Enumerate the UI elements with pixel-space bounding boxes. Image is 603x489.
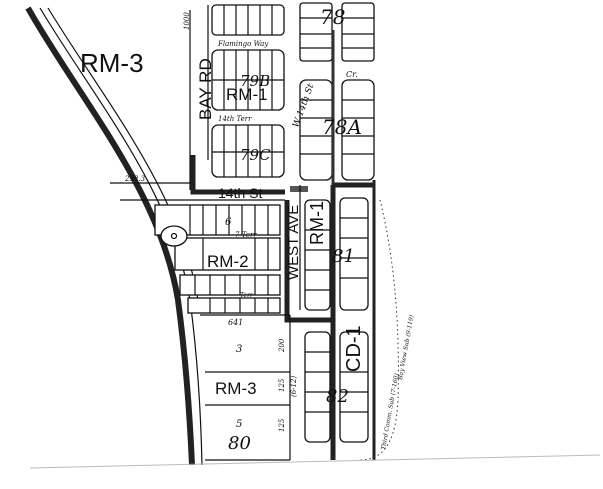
lot-3: 3 — [236, 344, 242, 355]
block-79b: 79B — [240, 72, 270, 90]
street-label-terrace: 14th Terr — [218, 115, 252, 123]
zone-label-rm3-top: RM-3 — [80, 48, 144, 78]
cul-de-sac — [160, 225, 188, 247]
curved-road-outer — [25, 6, 195, 466]
dim-200: 200 — [278, 338, 286, 353]
lot-6: 6 — [225, 217, 232, 228]
zone-boundary — [190, 155, 285, 195]
zone-label-rm1-west: RM-1 — [307, 201, 327, 245]
page-edge — [29, 454, 601, 469]
street-label-court: Cr. — [346, 70, 358, 79]
block-79c: 79C — [240, 146, 271, 164]
street-label-terr-bottom: Terr — [240, 292, 254, 299]
street-label-7-terr: 7 Terr — [235, 231, 257, 239]
block-grid-upper — [211, 4, 285, 178]
block-82-west — [304, 331, 331, 443]
dim-125a: 125 — [278, 378, 286, 392]
plat-ref-6-12: (6-12) — [290, 376, 298, 397]
dim-641: 641 — [228, 318, 243, 327]
block-81-west — [304, 199, 331, 311]
block-82: 82 — [326, 386, 349, 407]
zone-label-rm3-bottom: RM-3 — [215, 379, 257, 398]
block-81: 81 — [332, 246, 355, 267]
block-82-east — [339, 331, 369, 443]
dim-2983: 298.3 — [124, 175, 146, 183]
street-label-flamingo-way: Flamingo Way — [217, 40, 269, 48]
lot-lines-cd1 — [305, 217, 368, 413]
zone-boundary-west — [284, 200, 333, 323]
street-label-west-ave: WEST AVE — [285, 205, 302, 280]
street-label-bay-rd: BAY RD — [196, 58, 215, 120]
lot-5: 5 — [236, 419, 242, 430]
block-81-east — [339, 197, 369, 311]
subdivision-bay-view: Bay View Sub (9-119) — [397, 314, 416, 382]
dim-125b: 125 — [278, 418, 286, 432]
block-grid-east — [299, 2, 375, 185]
zone-label-rm1: RM-1 — [226, 85, 268, 104]
block-78a: 78A — [322, 115, 362, 139]
map-mark — [290, 186, 308, 192]
block-80: 80 — [228, 433, 251, 454]
lower-lots — [200, 314, 291, 461]
subdivision-boundary — [359, 199, 399, 461]
block-grid-rm2 — [154, 204, 281, 314]
block-78: 78 — [320, 5, 345, 29]
zone-label-rm2: RM-2 — [207, 252, 249, 271]
street-label-14th-st: 14th St — [218, 185, 262, 201]
bay-rd-width: 1000 — [183, 12, 191, 30]
zone-label-cd1: CD-1 — [343, 325, 365, 372]
